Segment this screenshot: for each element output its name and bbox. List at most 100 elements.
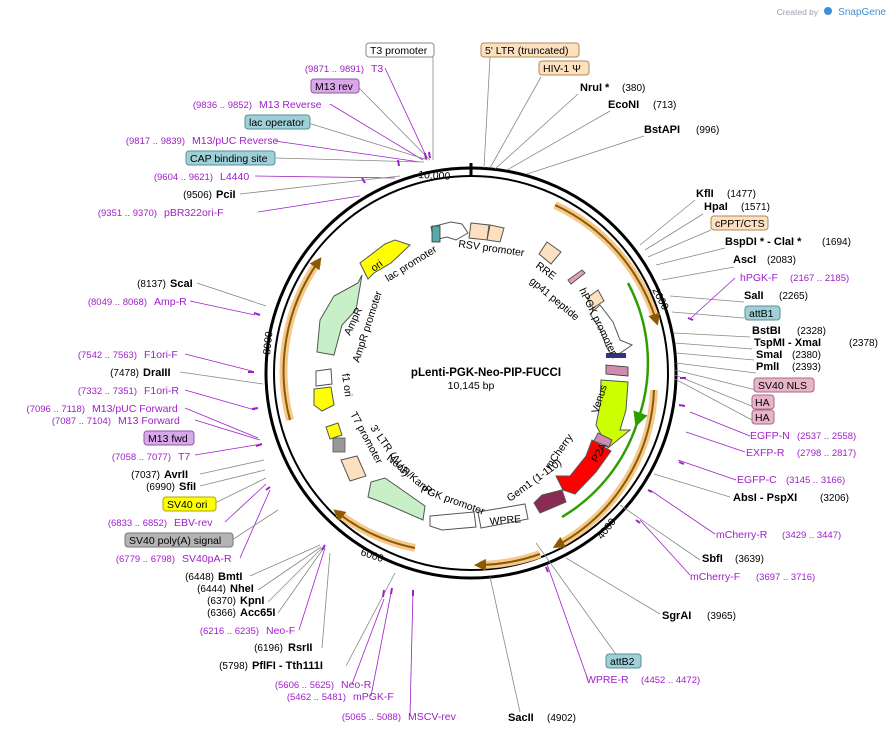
- primer-name: EXFP-R: [746, 447, 785, 459]
- orf-arc-3: [474, 553, 541, 571]
- orf-arc-5-halo: [279, 259, 322, 422]
- primer-name: WPRE-R: [586, 674, 629, 686]
- feature-label: WPRE: [489, 513, 521, 528]
- site-name: SbfI: [702, 553, 723, 565]
- site-pos: (713): [653, 100, 676, 111]
- site-name: AscI: [733, 254, 756, 266]
- orf-arc-4: [333, 509, 416, 549]
- primer-pos: (7542 .. 7563): [78, 350, 137, 361]
- primer-name: EBV-rev: [174, 517, 213, 529]
- site-name: RsrII: [288, 642, 312, 654]
- primer-name: mPGK-F: [353, 691, 394, 703]
- feature-shape-ampr-promoter: [315, 368, 333, 387]
- green-orf-arc-2: [561, 419, 640, 519]
- feature-label: f1 ori: [339, 373, 354, 398]
- primer-pos: (3429 .. 3447): [782, 530, 841, 541]
- site-pos: (3639): [735, 554, 764, 565]
- site-pos: (5798): [219, 661, 248, 672]
- primer-name: F1ori-R: [144, 385, 179, 397]
- primer-pos: (7087 .. 7104): [52, 416, 111, 427]
- primer-pos: (9817 .. 9839): [126, 136, 185, 147]
- primer-pos: (3145 .. 3166): [786, 475, 845, 486]
- box-label: M13 fwd: [148, 433, 188, 445]
- feature-shape-3ltr: [340, 455, 367, 482]
- snapgene-logo-icon: [824, 7, 833, 16]
- site-pos: (2265): [779, 291, 808, 302]
- green-orf-arc-1: [626, 282, 650, 428]
- site-name: KpnI: [240, 595, 264, 607]
- primer-pos: (5606 .. 5625): [275, 680, 334, 691]
- box-label: M13 rev: [315, 81, 354, 93]
- site-pos: (6990): [146, 482, 175, 493]
- site-connectors: [483, 56, 757, 713]
- orf-arc-1: [554, 204, 660, 326]
- feature-shape-neor: [367, 477, 426, 521]
- site-pos: (6196): [254, 643, 283, 654]
- box-label: attB2: [610, 656, 635, 668]
- site-name: PciI: [216, 189, 236, 201]
- primer-name: SV40pA-R: [182, 553, 232, 565]
- right-sites: NruI * (380) EcoNI (713) BstAPI (996) Kf…: [508, 82, 878, 724]
- primer-name: hPGK-F: [740, 272, 778, 284]
- primer-name: EGFP-C: [737, 474, 777, 486]
- primer-name: M13 Reverse: [259, 99, 322, 111]
- primer-name: L4440: [220, 171, 249, 183]
- primer-name: Neo-R: [341, 679, 372, 691]
- box-label: lac operator: [249, 117, 305, 129]
- primer-pos: (2798 .. 2817): [797, 448, 856, 459]
- primer-name: mCherry-F: [690, 571, 740, 583]
- brand-name: SnapGene: [838, 7, 886, 18]
- primer-name: MSCV-rev: [408, 711, 457, 723]
- orf-arc-5: [282, 257, 322, 421]
- primer-name: Amp-R: [154, 296, 187, 308]
- right-primers: hPGK-F (2167 .. 2185) EGFP-N (2537 .. 25…: [586, 272, 856, 686]
- site-name: ScaI: [170, 278, 193, 290]
- site-name: Acc65I: [240, 607, 275, 619]
- box-label: CAP binding site: [190, 153, 268, 165]
- primer-pos: (9604 .. 9621): [154, 172, 213, 183]
- feature-shape-lac-operator: [431, 225, 441, 243]
- primer-pos: (7096 .. 7118): [27, 404, 85, 415]
- site-pos: (3965): [707, 611, 736, 622]
- primer-pos: (5462 .. 5481): [287, 692, 346, 703]
- box-label: HA: [755, 397, 770, 409]
- site-name: HpaI: [704, 201, 728, 213]
- primer-pos: (6779 .. 6798): [116, 554, 175, 565]
- left-primers: (9871 .. 9891) T3 (9836 .. 9852) M13 Rev…: [27, 63, 457, 723]
- site-name: AvrII: [164, 469, 188, 481]
- box-label: HIV-1 Ψ: [543, 63, 581, 75]
- primer-pos: (2537 .. 2558): [797, 431, 856, 442]
- orf-arc-2: [552, 389, 655, 548]
- plasmid-name: pLenti-PGK-Neo-PIP-FUCCI: [411, 367, 561, 379]
- feature-shape-cppt: [586, 289, 605, 309]
- site-name: PflFI - Tth111I: [252, 660, 323, 672]
- primer-pos: (7332 .. 7351): [78, 386, 137, 397]
- feature-shape-attb1: [606, 353, 626, 358]
- site-pos: (7037): [131, 470, 160, 481]
- site-pos: (2083): [767, 255, 796, 266]
- feature-shape-5ltr: [468, 222, 490, 241]
- ruler-label-10000: 10,000: [418, 169, 451, 183]
- feature-shape-ori: [359, 239, 411, 280]
- site-name: NruI *: [580, 82, 610, 94]
- site-pos: (6448): [185, 572, 214, 583]
- site-name: SmaI: [756, 349, 782, 361]
- credit-text: Created by: [776, 7, 819, 17]
- box-label: SV40 NLS: [758, 380, 807, 392]
- brand-credit: Created by SnapGene: [777, 2, 886, 20]
- site-name: SgrAI: [662, 610, 691, 622]
- primer-name: F1ori-F: [144, 349, 178, 361]
- primer-name: M13/pUC Reverse: [192, 135, 279, 147]
- feature-label: ori: [369, 258, 385, 275]
- box-label: 5' LTR (truncated): [485, 45, 569, 57]
- primer-name: T7: [178, 451, 190, 463]
- feature-shape-ampr: [316, 274, 363, 356]
- feature-shape-rre: [538, 241, 562, 265]
- primer-pos: (9836 .. 9852): [193, 100, 252, 111]
- site-pos: (1694): [822, 237, 851, 248]
- orf-arcs: [279, 201, 660, 571]
- site-name: SacII: [508, 712, 534, 724]
- site-name: TspMI - XmaI: [754, 337, 821, 349]
- site-name: BspDI * - ClaI *: [725, 236, 802, 248]
- left-site-connectors: [179, 57, 434, 667]
